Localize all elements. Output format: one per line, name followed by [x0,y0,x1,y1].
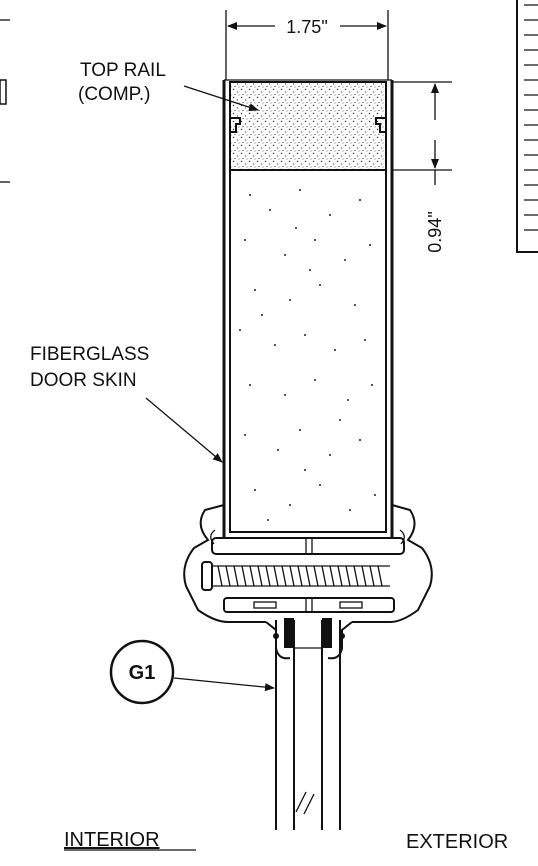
door-skin-sub-label: DOOR SKIN [30,370,137,391]
glass-panes [275,620,341,830]
width-dimension: 1.75" [225,10,389,80]
foam-core [229,169,387,533]
width-dimension-label: 1.75" [286,17,327,37]
top-rail-leader [183,85,259,112]
exterior-label: EXTERIOR [406,831,508,853]
interior-label: INTERIOR [64,829,160,851]
door-skin-label: FIBERGLASS [30,344,149,365]
top-rail [229,81,387,171]
door-skin-leader [145,397,223,463]
g1-callout: G1 [109,639,175,705]
g1-callout-label: G1 [129,662,156,684]
glazing-frame [183,504,433,660]
top-rail-label: TOP RAIL [80,60,166,81]
g1-leader [173,677,275,692]
right-edge-fragment [516,0,538,253]
rail-height-label: 0.94" [425,211,445,252]
rail-height-dimension: 0.94" [392,81,452,253]
foam-dots [239,189,376,521]
door-section [222,79,394,538]
left-edge-fragment [0,19,10,183]
top-rail-sub-label: (COMP.) [78,84,150,105]
